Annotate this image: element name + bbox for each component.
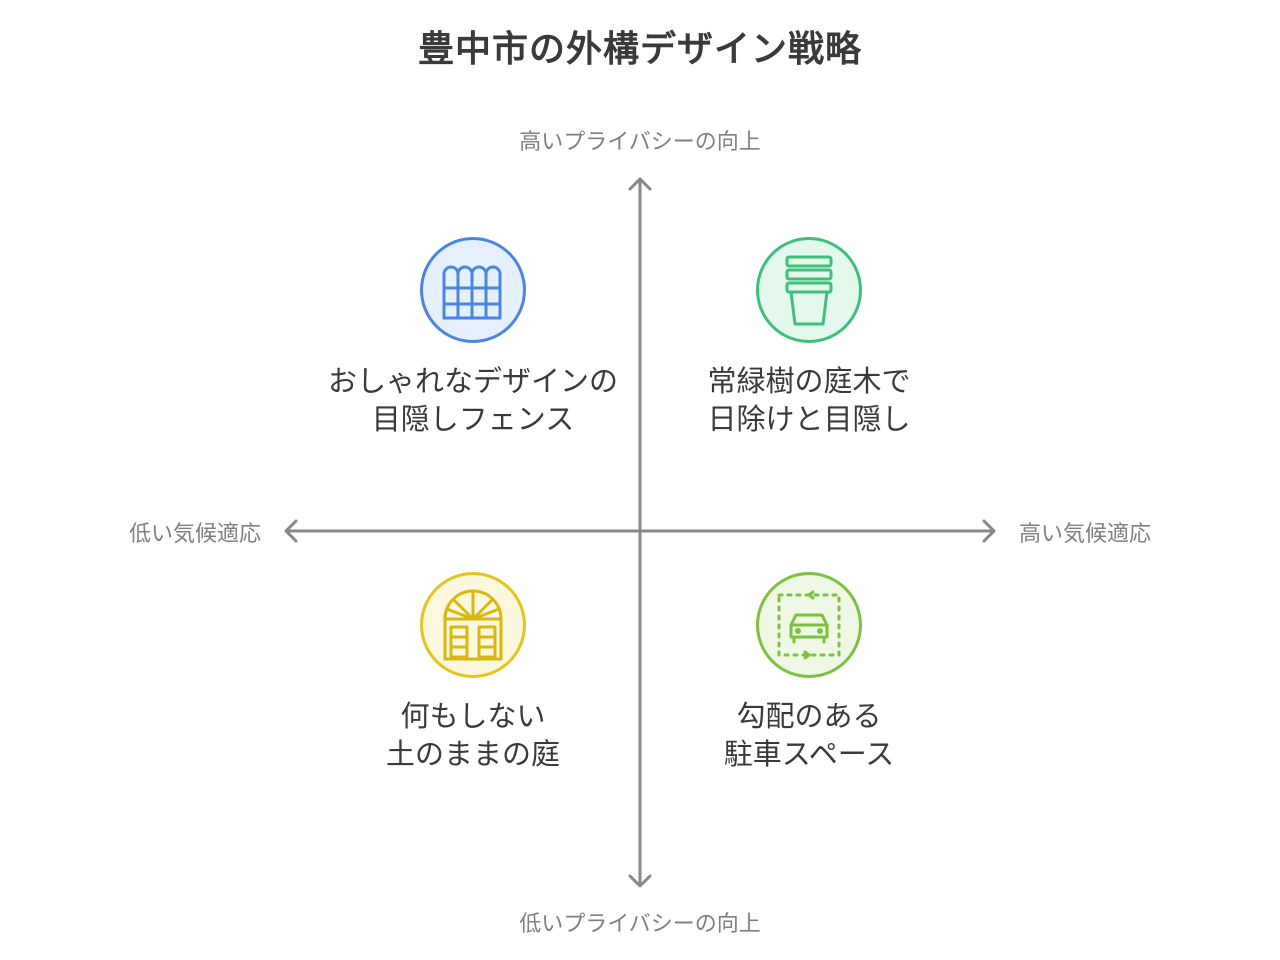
axis-arrow-left-icon: [284, 519, 298, 543]
quadrant-top-right-label: 常緑樹の庭木で 日除けと目隠し: [639, 362, 979, 438]
axis-label-left: 低い気候適応: [128, 522, 261, 547]
quadrant-bottom-right-line2: 駐車スペース: [723, 737, 895, 771]
quadrant-top-left-line2: 目隠しフェンス: [371, 402, 575, 436]
axis-label-bottom: 低いプライバシーの向上: [519, 912, 761, 937]
axis-arrow-down-icon: [628, 874, 652, 888]
axis-label-top: 高いプライバシーの向上: [519, 130, 761, 155]
page-title: 豊中市の外構デザイン戦略: [417, 29, 862, 70]
quadrant-bottom-left-line2: 土のままの庭: [385, 737, 560, 771]
arched-window-icon-badge: [420, 572, 526, 678]
parking-car-icon: [777, 590, 841, 660]
quadrant-bottom-right-label: 勾配のある 駐車スペース: [639, 697, 979, 773]
quadrant-top-left-line1: おしゃれなデザインの: [327, 364, 618, 398]
axis-arrow-right-icon: [982, 519, 996, 543]
axis-label-right: 高い気候適応: [1018, 522, 1151, 547]
quadrant-top-right-line1: 常緑樹の庭木で: [707, 364, 911, 398]
quadrant-top-right-line2: 日除けと目隠し: [707, 402, 911, 436]
arched-window-icon: [443, 589, 503, 661]
quadrant-bottom-right-line1: 勾配のある: [736, 699, 882, 733]
quadrant-bottom-left-line1: 何もしない: [400, 699, 546, 733]
quadrant-bottom-left-label: 何もしない 土のままの庭: [303, 697, 643, 773]
quadrant-top-left-label: おしゃれなデザインの 目隠しフェンス: [303, 362, 643, 438]
planter-icon-badge: [756, 237, 862, 343]
parking-car-icon-badge: [756, 572, 862, 678]
axis-arrow-up-icon: [628, 177, 652, 191]
fence-icon: [442, 265, 502, 320]
planter-icon: [785, 255, 833, 326]
fence-icon-badge: [420, 237, 526, 343]
